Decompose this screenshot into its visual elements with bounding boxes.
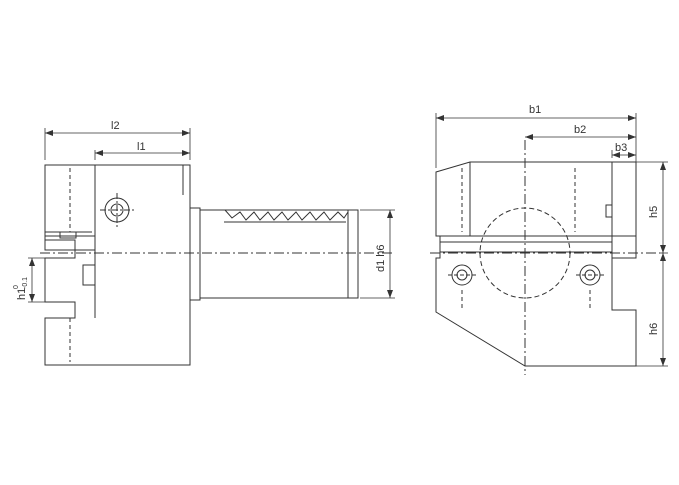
label-l1: l1 xyxy=(137,141,146,153)
front-view xyxy=(430,140,660,375)
label-b2: b2 xyxy=(574,124,586,136)
label-h1-upper: 0 xyxy=(13,285,20,289)
front-dimensions xyxy=(435,113,668,367)
side-serration xyxy=(224,209,349,221)
label-d1: d1 h6 xyxy=(375,244,387,272)
label-b1: b1 xyxy=(529,104,541,116)
side-dimensions xyxy=(28,128,395,303)
label-b3: b3 xyxy=(615,142,627,154)
side-pin xyxy=(82,264,96,286)
label-l2: l2 xyxy=(111,120,120,132)
front-right-block xyxy=(611,161,637,259)
side-screw-inner xyxy=(110,203,124,217)
side-view xyxy=(40,164,395,366)
front-body-outline xyxy=(435,161,637,367)
side-shank-outline xyxy=(190,207,359,301)
front-pin xyxy=(605,204,613,218)
front-wedge-strip xyxy=(439,235,613,253)
label-h6: h6 xyxy=(648,323,660,335)
label-h1-lower: -0.1 xyxy=(22,277,29,289)
label-h1: h1 xyxy=(16,288,28,300)
label-h5: h5 xyxy=(648,206,660,218)
side-clamp-block xyxy=(44,235,96,251)
side-clamp-screw xyxy=(59,231,77,239)
